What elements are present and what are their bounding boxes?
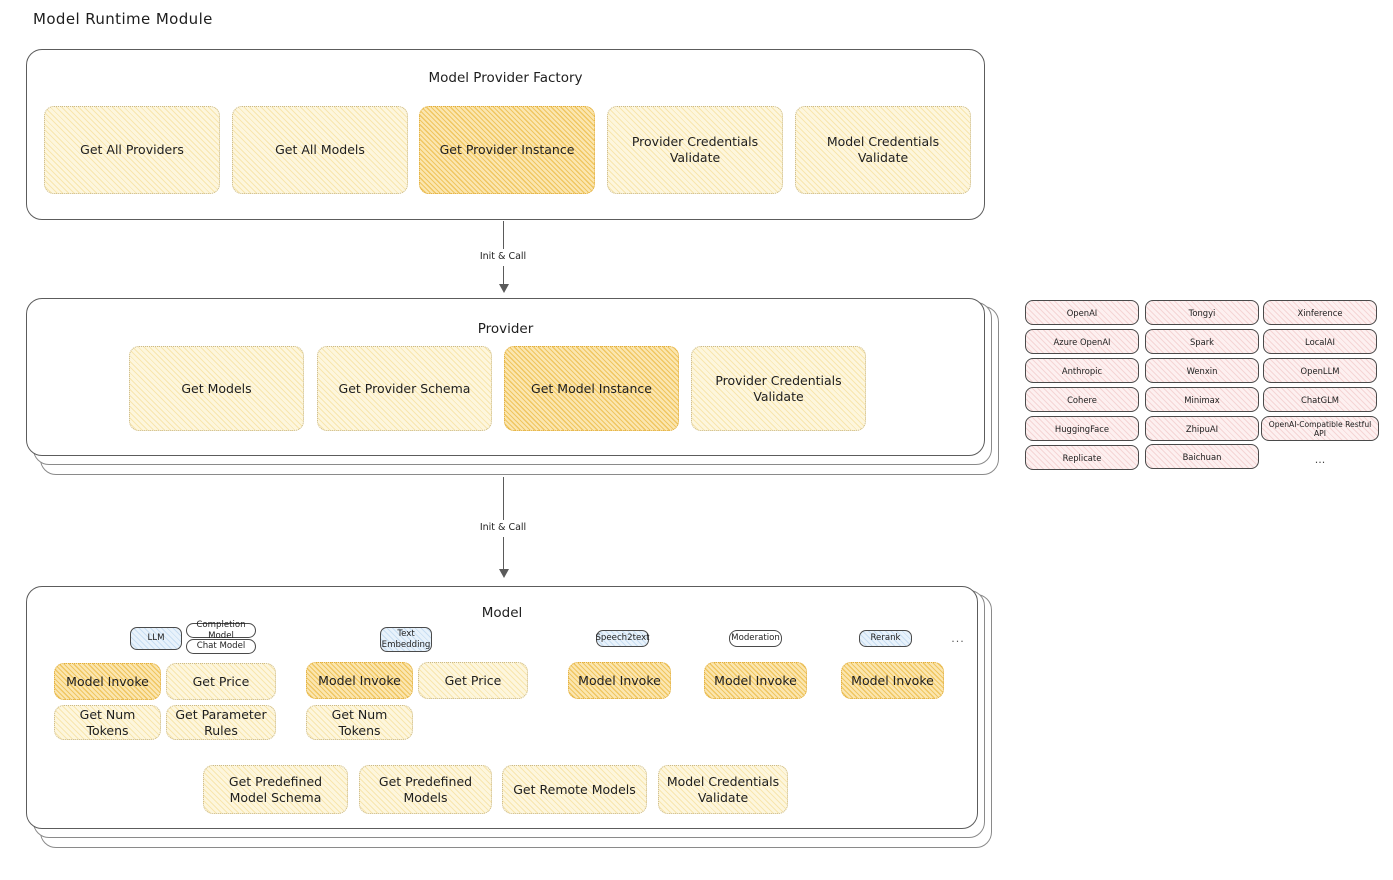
arrow-2-line-bottom <box>503 537 505 570</box>
arrow-2-label: Init & Call <box>455 522 551 533</box>
model-type-badge-text-embedding[interactable]: Text Embedding <box>380 627 432 652</box>
model-llm-method-get-price[interactable]: Get Price <box>166 663 276 700</box>
model-shared-method-get-predefined-model-schema[interactable]: Get Predefined Model Schema <box>203 765 348 814</box>
arrow-2-head <box>499 569 509 578</box>
provider-chip-zhipuai[interactable]: ZhipuAI <box>1145 416 1259 441</box>
model-types-more-ellipsis: ... <box>951 632 965 645</box>
model-type-badge-rerank[interactable]: Rerank <box>859 630 912 647</box>
arrow-1-line-top <box>503 221 505 249</box>
model-speech2text-method-model-invoke[interactable]: Model Invoke <box>568 662 671 699</box>
provider-chip-azure-openai[interactable]: Azure OpenAI <box>1025 329 1139 354</box>
model-type-badge-speech2text[interactable]: Speech2text <box>595 630 650 647</box>
model-subtype-badge-completion-model[interactable]: Completion Model <box>186 620 256 641</box>
model-shared-method-get-remote-models[interactable]: Get Remote Models <box>502 765 647 814</box>
provider-chip-localai[interactable]: LocalAI <box>1263 329 1377 354</box>
factory-title: Model Provider Factory <box>428 70 583 86</box>
provider-chip-openllm[interactable]: OpenLLM <box>1263 358 1377 383</box>
provider-method-provider-credentials-validate[interactable]: Provider Credentials Validate <box>691 346 866 431</box>
factory-method-get-all-providers[interactable]: Get All Providers <box>44 106 220 194</box>
provider-chip-replicate[interactable]: Replicate <box>1025 445 1139 470</box>
provider-chip-spark[interactable]: Spark <box>1145 329 1259 354</box>
model-subtype-badge-chat-model[interactable]: Chat Model <box>186 639 256 654</box>
model-shared-method-get-predefined-models[interactable]: Get Predefined Models <box>359 765 492 814</box>
provider-chip-more-ellipsis: ... <box>1314 452 1326 466</box>
model-llm-method-get-num-tokens[interactable]: Get Num Tokens <box>54 705 161 740</box>
model-text-embedding-method-get-price[interactable]: Get Price <box>418 662 528 699</box>
arrow-1-head <box>499 284 509 293</box>
arrow-1-line-bottom <box>503 266 505 285</box>
model-type-badge-moderation[interactable]: Moderation <box>729 630 782 647</box>
factory-method-get-provider-instance[interactable]: Get Provider Instance <box>419 106 595 194</box>
provider-chip-wenxin[interactable]: Wenxin <box>1145 358 1259 383</box>
provider-method-get-model-instance[interactable]: Get Model Instance <box>504 346 679 431</box>
provider-chip-cohere[interactable]: Cohere <box>1025 387 1139 412</box>
model-type-badge-llm[interactable]: LLM <box>130 627 182 650</box>
model-llm-method-get-parameter-rules[interactable]: Get Parameter Rules <box>166 705 276 740</box>
model-llm-method-model-invoke[interactable]: Model Invoke <box>54 663 161 700</box>
provider-chip-baichuan[interactable]: Baichuan <box>1145 444 1259 469</box>
factory-method-get-all-models[interactable]: Get All Models <box>232 106 408 194</box>
provider-chip-chatglm[interactable]: ChatGLM <box>1263 387 1377 412</box>
model-title: Model <box>481 605 523 621</box>
provider-method-get-models[interactable]: Get Models <box>129 346 304 431</box>
factory-method-provider-credentials-validate[interactable]: Provider Credentials Validate <box>607 106 783 194</box>
model-text-embedding-method-model-invoke[interactable]: Model Invoke <box>306 662 413 699</box>
provider-chip-minimax[interactable]: Minimax <box>1145 387 1259 412</box>
provider-title: Provider <box>477 321 534 337</box>
provider-chip-openai[interactable]: OpenAI <box>1025 300 1139 325</box>
model-rerank-method-model-invoke[interactable]: Model Invoke <box>841 662 944 699</box>
provider-chip-tongyi[interactable]: Tongyi <box>1145 300 1259 325</box>
diagram-title: Model Runtime Module <box>33 10 213 28</box>
provider-chip-xinference[interactable]: Xinference <box>1263 300 1377 325</box>
model-text-embedding-method-get-num-tokens[interactable]: Get Num Tokens <box>306 705 413 740</box>
model-shared-method-model-credentials-validate[interactable]: Model Credentials Validate <box>658 765 788 814</box>
provider-method-get-provider-schema[interactable]: Get Provider Schema <box>317 346 492 431</box>
model-moderation-method-model-invoke[interactable]: Model Invoke <box>704 662 807 699</box>
provider-chip-openai-compatible-restful-api[interactable]: OpenAI-Compatible Restful API <box>1261 416 1379 441</box>
arrow-2-line-top <box>503 477 505 520</box>
provider-chip-huggingface[interactable]: HuggingFace <box>1025 416 1139 441</box>
arrow-1-label: Init & Call <box>455 251 551 262</box>
factory-method-model-credentials-validate[interactable]: Model Credentials Validate <box>795 106 971 194</box>
provider-chip-anthropic[interactable]: Anthropic <box>1025 358 1139 383</box>
